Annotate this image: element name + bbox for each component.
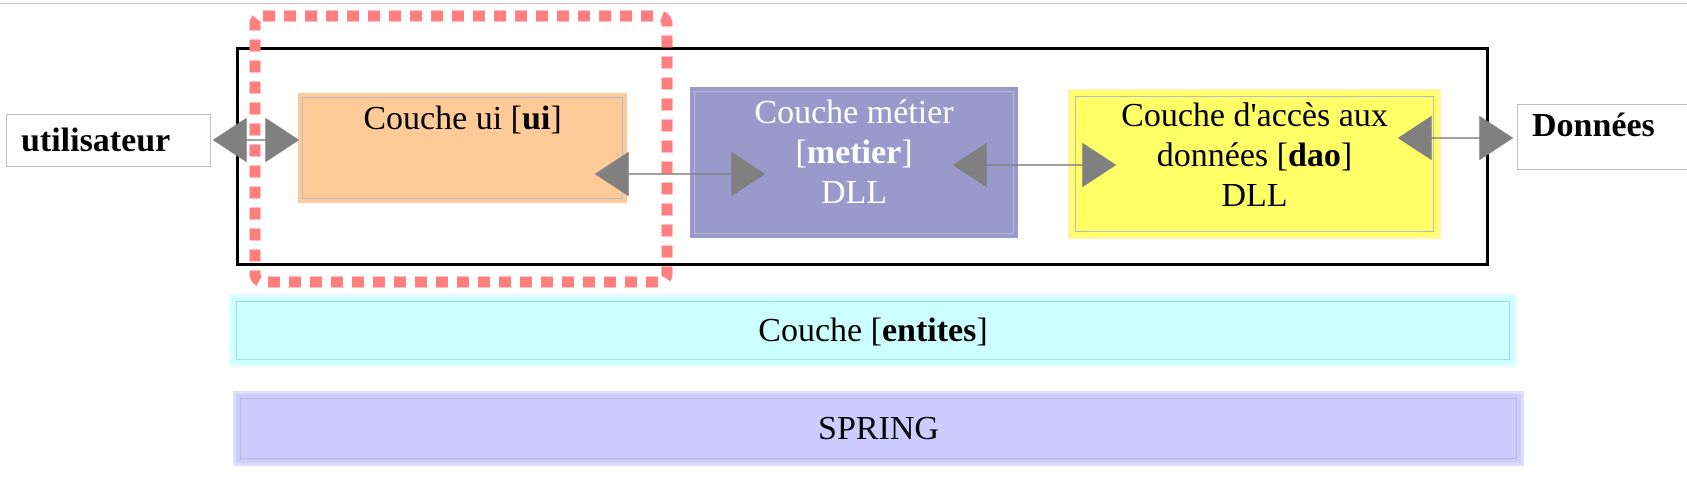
layer-dao-line2: données [dao] <box>1156 137 1353 174</box>
layer-metier-line2: [metier] <box>795 134 913 171</box>
donnees-label: Données <box>1532 107 1655 144</box>
application-frame <box>236 47 1489 266</box>
top-divider <box>0 3 1687 4</box>
layer-dao-line1: Couche d'accès aux <box>1121 97 1388 134</box>
utilisateur-box: utilisateur <box>6 114 211 167</box>
layer-spring: SPRING <box>233 391 1524 466</box>
utilisateur-label: utilisateur <box>21 121 171 159</box>
layer-spring-title: SPRING <box>818 409 939 447</box>
layer-entites-title: Couche [entites] <box>758 311 988 349</box>
highlight-ui-dotted-frame <box>249 10 673 288</box>
arrow-metier-dao <box>952 142 1117 188</box>
arrow-dao-donnees <box>1397 115 1514 161</box>
layer-spring-inner-border <box>240 398 1517 459</box>
layer-dao: Couche d'accès aux données [dao] DLL <box>1068 89 1441 239</box>
layer-ui-title: Couche ui [ui] <box>363 100 562 137</box>
layer-ui-inner-border <box>302 97 623 199</box>
arrow-utilisateur-ui <box>212 117 300 163</box>
donnees-box: Données <box>1517 104 1687 170</box>
layer-dao-inner-border <box>1075 96 1434 232</box>
layer-metier-line1: Couche métier <box>754 94 954 131</box>
layer-metier-line3: DLL <box>820 174 888 211</box>
layer-ui: Couche ui [ui] <box>298 93 627 203</box>
layer-entites: Couche [entites] <box>229 294 1517 367</box>
layer-metier-inner-border <box>694 91 1014 234</box>
layer-entites-inner-border <box>236 301 1510 360</box>
arrow-ui-metier <box>594 151 766 197</box>
layer-dao-line3: DLL <box>1221 177 1288 214</box>
